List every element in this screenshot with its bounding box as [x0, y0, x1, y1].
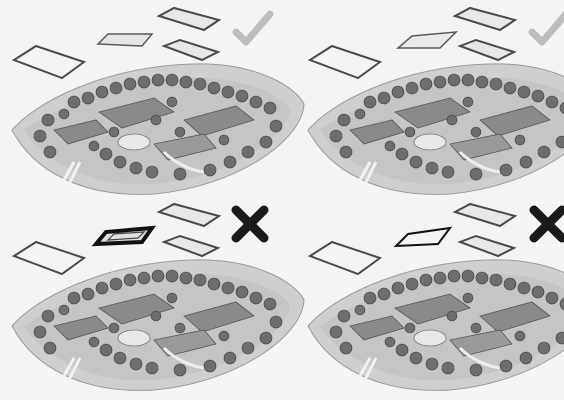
- cross-icon: [236, 210, 264, 238]
- panel-top-left: [12, 8, 304, 194]
- selected-shape-none: [98, 34, 152, 46]
- check-icon: [532, 14, 564, 42]
- panel-bottom-right: [308, 204, 564, 390]
- check-icon: [236, 14, 270, 42]
- selected-shape-thin: [396, 228, 450, 246]
- panel-bottom-left: [12, 204, 304, 390]
- selected-shape-bold: [96, 228, 152, 244]
- panel-top-right: [308, 8, 564, 194]
- selected-shape-none: [398, 32, 456, 48]
- cross-icon: [534, 210, 562, 238]
